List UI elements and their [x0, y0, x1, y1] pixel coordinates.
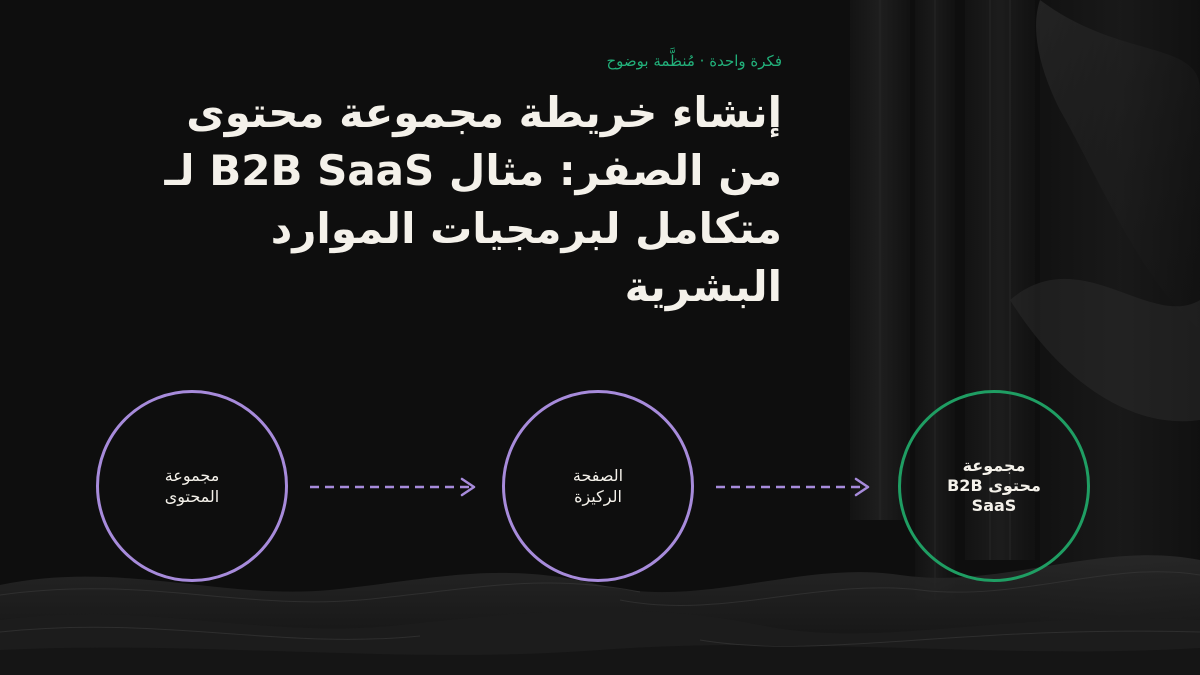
node-3-label-line-1: مجموعة [962, 456, 1026, 475]
headline-line-3: متكامل لبرمجيات الموارد [270, 204, 782, 253]
node-2-label-line-2: الركيزة [574, 487, 622, 506]
node-1-label-line-2: المحتوى [164, 487, 220, 506]
node-3-label-line-2: محتوى B2B [947, 476, 1041, 495]
node-1-label: مجموعة المحتوى [165, 465, 220, 507]
node-1-label-line-1: مجموعة [164, 466, 220, 485]
eyebrow-tagline: فكرة واحدة · مُنظَّمة بوضوح [606, 52, 782, 70]
node-pillar-page: الصفحة الركيزة [502, 390, 694, 582]
node-content-cluster: مجموعة المحتوى [96, 390, 288, 582]
headline-line-1: إنشاء خريطة مجموعة محتوى [186, 88, 782, 137]
headline: إنشاء خريطة مجموعة محتوى من الصفر: مثال … [164, 84, 782, 316]
node-3-label: مجموعة محتوى B2B SaaS [947, 456, 1041, 516]
headline-line-2: من الصفر: مثال B2B SaaS لـ [164, 146, 782, 195]
node-b2b-saas-cluster: مجموعة محتوى B2B SaaS [898, 390, 1090, 582]
node-2-label: الصفحة الركيزة [573, 465, 623, 507]
headline-line-4: البشرية [624, 262, 782, 311]
node-2-label-line-1: الصفحة [572, 466, 624, 485]
node-3-label-line-3: SaaS [971, 496, 1017, 515]
